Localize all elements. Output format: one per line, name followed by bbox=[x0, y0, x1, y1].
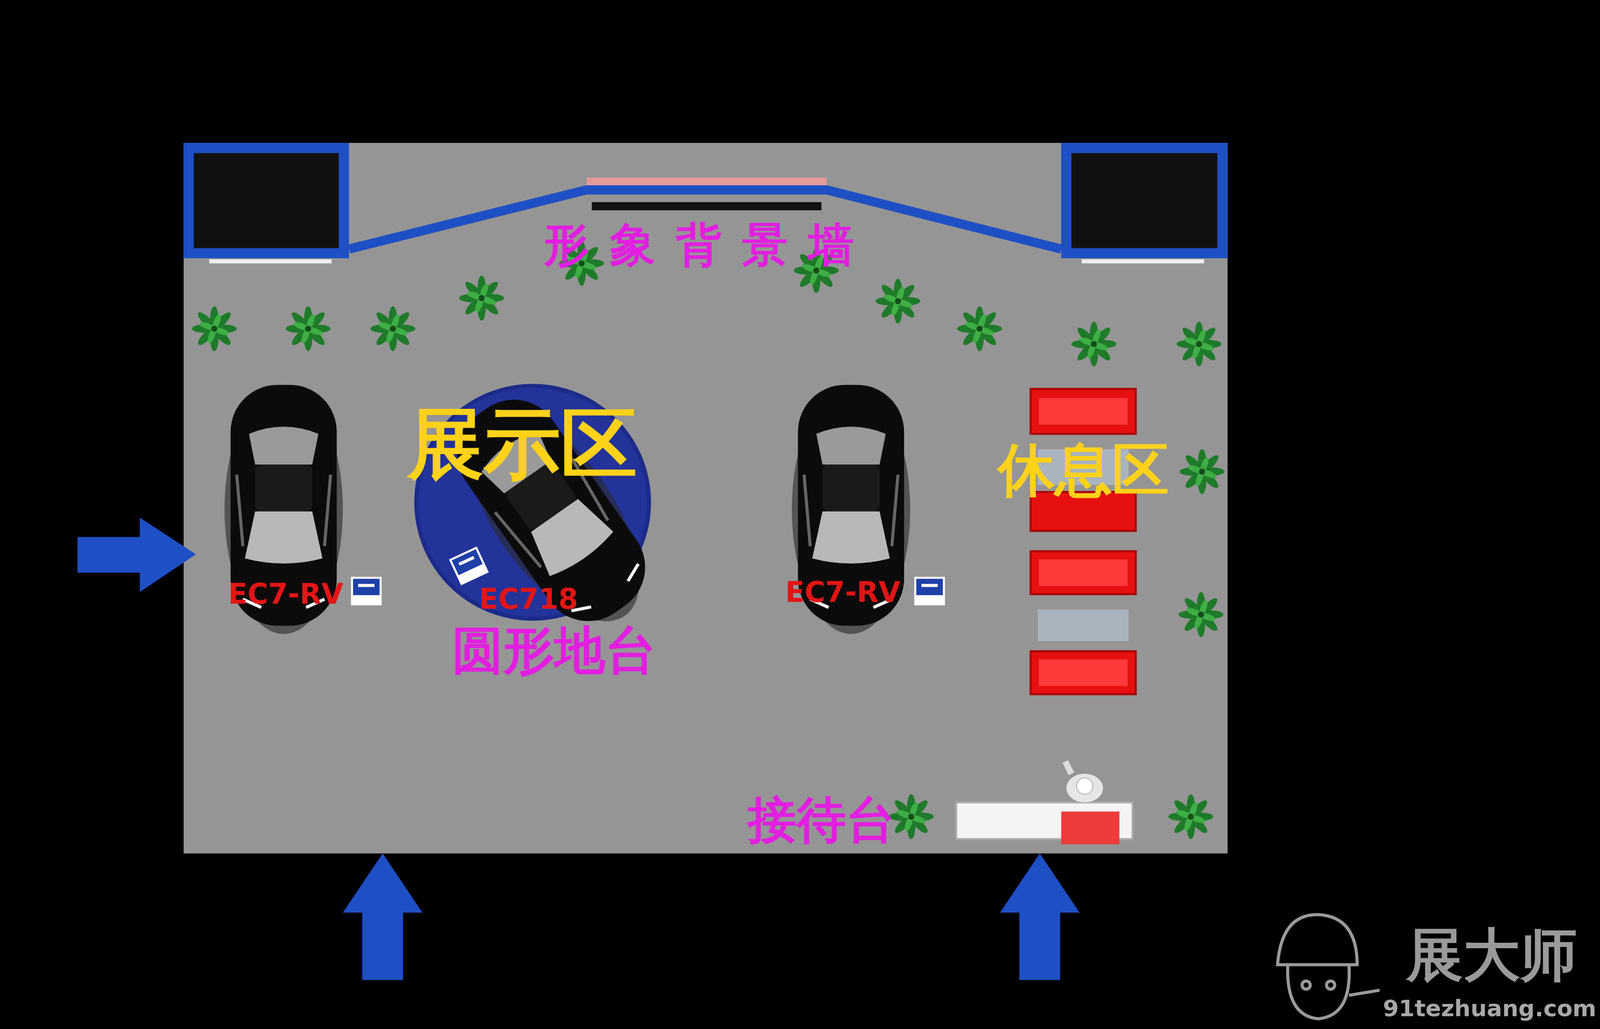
area-label: 休息区 bbox=[997, 441, 1169, 499]
watermark: 91tezhuang.com bbox=[1382, 996, 1597, 1020]
car-model: EC7-RV bbox=[785, 577, 901, 607]
reception-desk: 接待台 bbox=[734, 785, 919, 852]
node-text: 形象背景墙 bbox=[523, 222, 875, 268]
area-label: 展示区 bbox=[407, 405, 638, 483]
node-text: 圆形地台 bbox=[451, 624, 657, 676]
background-wall: 形象背景墙 bbox=[438, 209, 960, 281]
car-model: EC7-RV bbox=[228, 579, 343, 608]
watermark: 展大师 bbox=[1406, 925, 1578, 983]
node-text: 接待台 bbox=[747, 794, 896, 845]
node-text: EC718 bbox=[478, 584, 578, 613]
